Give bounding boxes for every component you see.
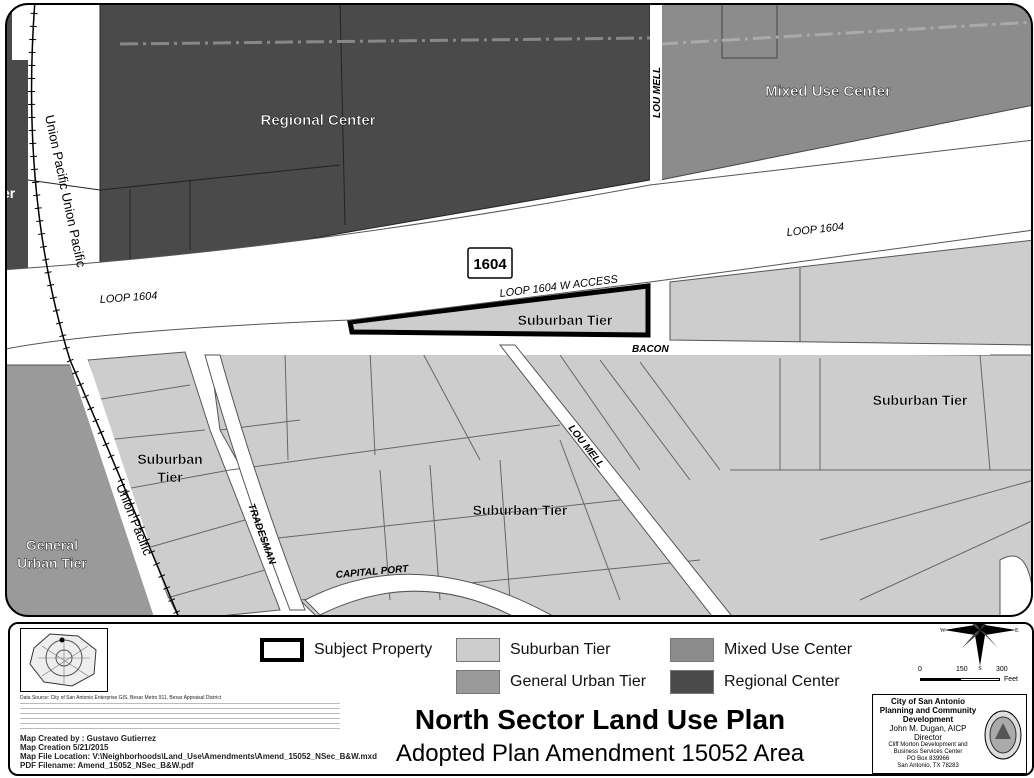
pdf-filename: PDF Filename: Amend_15052_NSec_B&W.pdf	[20, 761, 194, 770]
agency-name-3: Development	[902, 715, 954, 724]
map-file-location: Map File Location: V:\Neighborhoods\Land…	[20, 752, 377, 761]
legend-subject-property: Subject Property	[260, 638, 432, 662]
label-suburban-tier-south: Suburban Tier	[473, 502, 568, 518]
compass-rose-icon: N S W E	[940, 624, 1019, 670]
agency-name-1: City of San Antonio	[891, 697, 965, 706]
road-label-lou-mell-north: LOU MELL	[652, 67, 663, 118]
map-created-by: Map Created by : Gustavo Gutierrez	[20, 734, 157, 743]
subject-property[interactable]	[347, 283, 651, 338]
label-suburban-tier-west-1: Suburban	[137, 451, 202, 467]
highway-shield	[467, 247, 513, 279]
legend-swatch-regional	[670, 670, 714, 694]
svg-text:E: E	[1015, 628, 1019, 634]
legend-general-urban-tier: General Urban Tier	[456, 670, 646, 694]
regional-center-zone-edge	[6, 60, 28, 272]
agency-director: John M. Dugan, AICP	[889, 724, 967, 733]
svg-text:S: S	[978, 666, 981, 670]
legend-swatch-subject	[260, 638, 304, 662]
legend-panel: Data Source: City of San Antonio Enterpr…	[8, 622, 1034, 776]
data-source: Data Source: City of San Antonio Enterpr…	[20, 695, 222, 701]
label-mixed-use-center: Mixed Use Center	[765, 83, 891, 100]
label-partial-zone: er	[2, 185, 16, 201]
shield-label: 1604	[473, 256, 507, 273]
label-suburban-tier-subject: Suburban Tier	[518, 312, 613, 328]
legend-swatch-suburban	[456, 638, 500, 662]
legend-suburban-tier: Suburban Tier	[456, 638, 611, 662]
label-suburban-tier-west-2: Tier	[157, 469, 183, 485]
svg-text:W: W	[940, 628, 946, 634]
road-label-loop1604-west: LOOP 1604	[99, 290, 157, 306]
label-general-urban-1: General	[26, 537, 78, 553]
legend-swatch-mixed-use	[670, 638, 714, 662]
scale-bar: 0 150 300 Feet	[918, 666, 1019, 683]
label-suburban-tier-east: Suburban Tier	[873, 392, 968, 408]
locator-inset	[20, 628, 108, 692]
legend-regional-center: Regional Center	[670, 670, 840, 694]
agency-block: City of San Antonio Planning and Communi…	[872, 694, 1027, 774]
suburban-tier-zone-north	[669, 239, 1032, 346]
map-title: North Sector Land Use Plan	[414, 704, 786, 735]
map-creation-date: Map Creation 5/21/2015	[20, 743, 109, 752]
legend-mixed-use-center: Mixed Use Center	[670, 638, 852, 662]
label-regional-center: Regional Center	[260, 112, 375, 129]
land-use-map[interactable]: 1604 Regional Center Mixed Use Center Su…	[0, 0, 1034, 620]
road-label-loop1604-east: LOOP 1604	[786, 221, 845, 239]
agency-name-2: Planning and Community	[879, 706, 977, 715]
railroad-line	[30, 4, 181, 616]
agency-director-title: Director	[913, 733, 942, 742]
city-seal-icon	[984, 710, 1022, 760]
label-general-urban-2: Urban Tier	[17, 555, 87, 571]
road-label-bacon: BACON	[632, 344, 669, 355]
disclaimer-lines	[20, 702, 340, 733]
legend-swatch-general-urban	[456, 670, 500, 694]
map-subtitle: Adopted Plan Amendment 15052 Area	[395, 740, 805, 767]
